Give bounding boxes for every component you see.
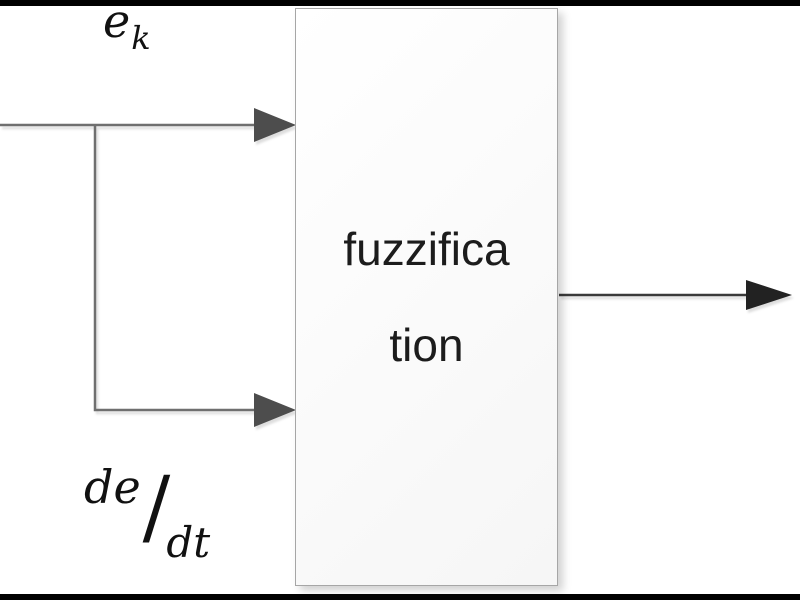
output-arrowhead-icon [746, 280, 792, 310]
dedt-denominator: dt [166, 518, 211, 567]
bottom-border-bar [0, 594, 800, 600]
ek-subscript: k [131, 19, 151, 57]
dedt-numerator: de [84, 460, 141, 514]
block-label-line2: tion [389, 319, 464, 371]
input-arrowhead-dedt-icon [254, 393, 296, 427]
top-border-bar [0, 0, 800, 6]
block-label-line1: fuzzifica [343, 223, 510, 275]
input-arrowhead-ek-icon [254, 108, 296, 142]
fuzzification-block: fuzzifica tion [295, 8, 558, 586]
ek-base: e [103, 0, 131, 48]
input-wire-dedt [93, 126, 256, 412]
dedt-slash: / [142, 460, 171, 555]
input-label-dedt: de/dt [84, 460, 210, 567]
input-label-ek: ek [103, 0, 151, 57]
